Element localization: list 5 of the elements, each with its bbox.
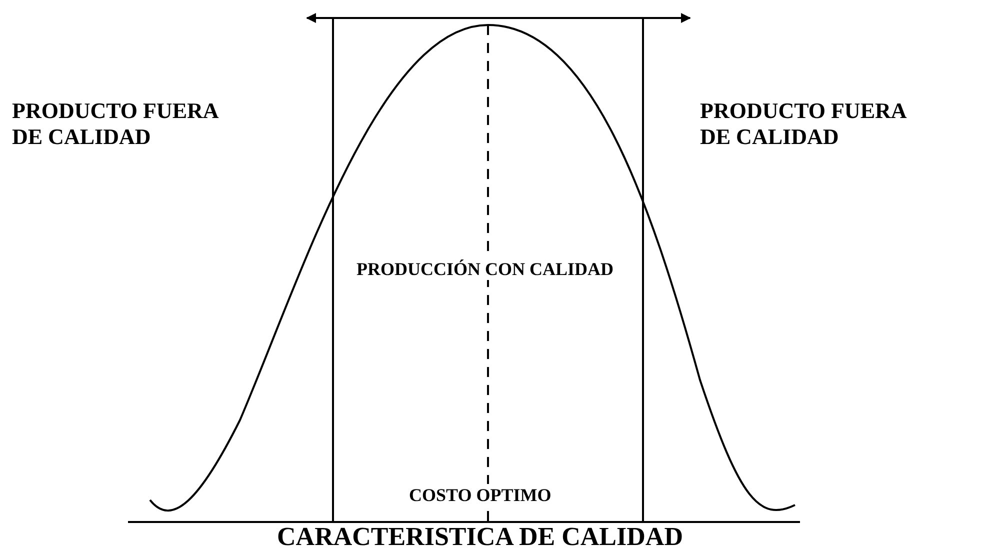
region-label: PRODUCTO FUERA DE CALIDAD bbox=[12, 98, 220, 150]
axis-caption: CARACTERISTICA DE CALIDAD bbox=[276, 522, 684, 551]
region-label: PRODUCCIÓN CON CALIDAD bbox=[356, 258, 614, 280]
point-label: COSTO OPTIMO bbox=[409, 484, 552, 506]
region-label: PRODUCTO FUERA DE CALIDAD bbox=[700, 98, 908, 150]
